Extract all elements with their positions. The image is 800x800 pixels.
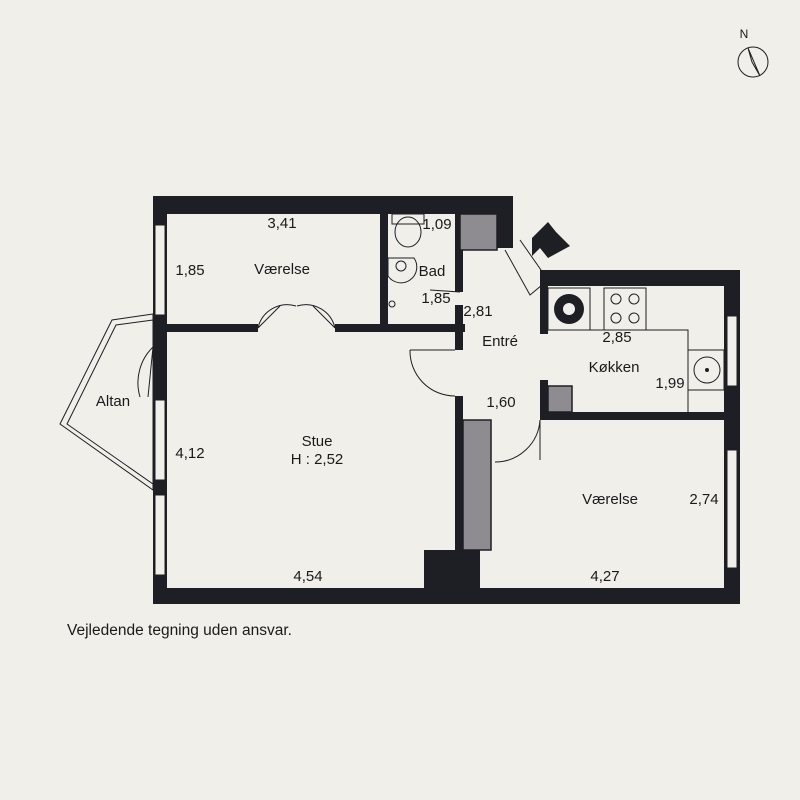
kitchen-sink-icon [687, 349, 725, 391]
compass-north-label: N [740, 27, 749, 41]
koekken-width: 2,85 [602, 329, 631, 346]
entre-name: Entré [482, 333, 518, 350]
bad-name: Bad [419, 263, 446, 280]
shafts [459, 213, 573, 551]
vaerelse-top-width: 3,41 [267, 215, 296, 232]
bad-depth: 1,85 [421, 290, 450, 307]
vaerelse-bottom-depth: 2,74 [689, 491, 718, 508]
koekken-name: Køkken [589, 359, 640, 376]
entre-dim2: 1,60 [486, 394, 515, 411]
compass-needle-icon [747, 47, 761, 77]
vaerelse-top-name: Værelse [254, 261, 310, 278]
stue-name: Stue [302, 433, 333, 450]
vaerelse-top-depth: 1,85 [175, 262, 204, 279]
compass: N [737, 27, 769, 78]
sink-icon [387, 257, 418, 284]
walls [153, 196, 740, 604]
bad-width: 1,09 [422, 216, 451, 233]
vaerelse-bottom-width: 4,27 [590, 568, 619, 585]
toilet-icon [391, 213, 425, 248]
balcony-outline [59, 313, 154, 491]
disclaimer-text: Vejledende tegning uden ansvar. [67, 622, 292, 639]
doors [137, 239, 549, 463]
stue-depth: 4,12 [175, 445, 204, 462]
koekken-depth: 1,99 [655, 375, 684, 392]
windows [154, 224, 738, 576]
entrance-arrow-icon [532, 222, 570, 258]
vaerelse-bottom-name: Værelse [582, 491, 638, 508]
stove-fan-icon [547, 287, 591, 331]
entre-dim: 2,81 [463, 303, 492, 320]
cooktop-icon [603, 287, 647, 331]
stue-width: 4,54 [293, 568, 322, 585]
altan-name: Altan [96, 393, 130, 410]
compass-circle-icon [737, 46, 769, 78]
shower-tap-icon [388, 300, 396, 308]
stue-height: H : 2,52 [291, 451, 344, 468]
